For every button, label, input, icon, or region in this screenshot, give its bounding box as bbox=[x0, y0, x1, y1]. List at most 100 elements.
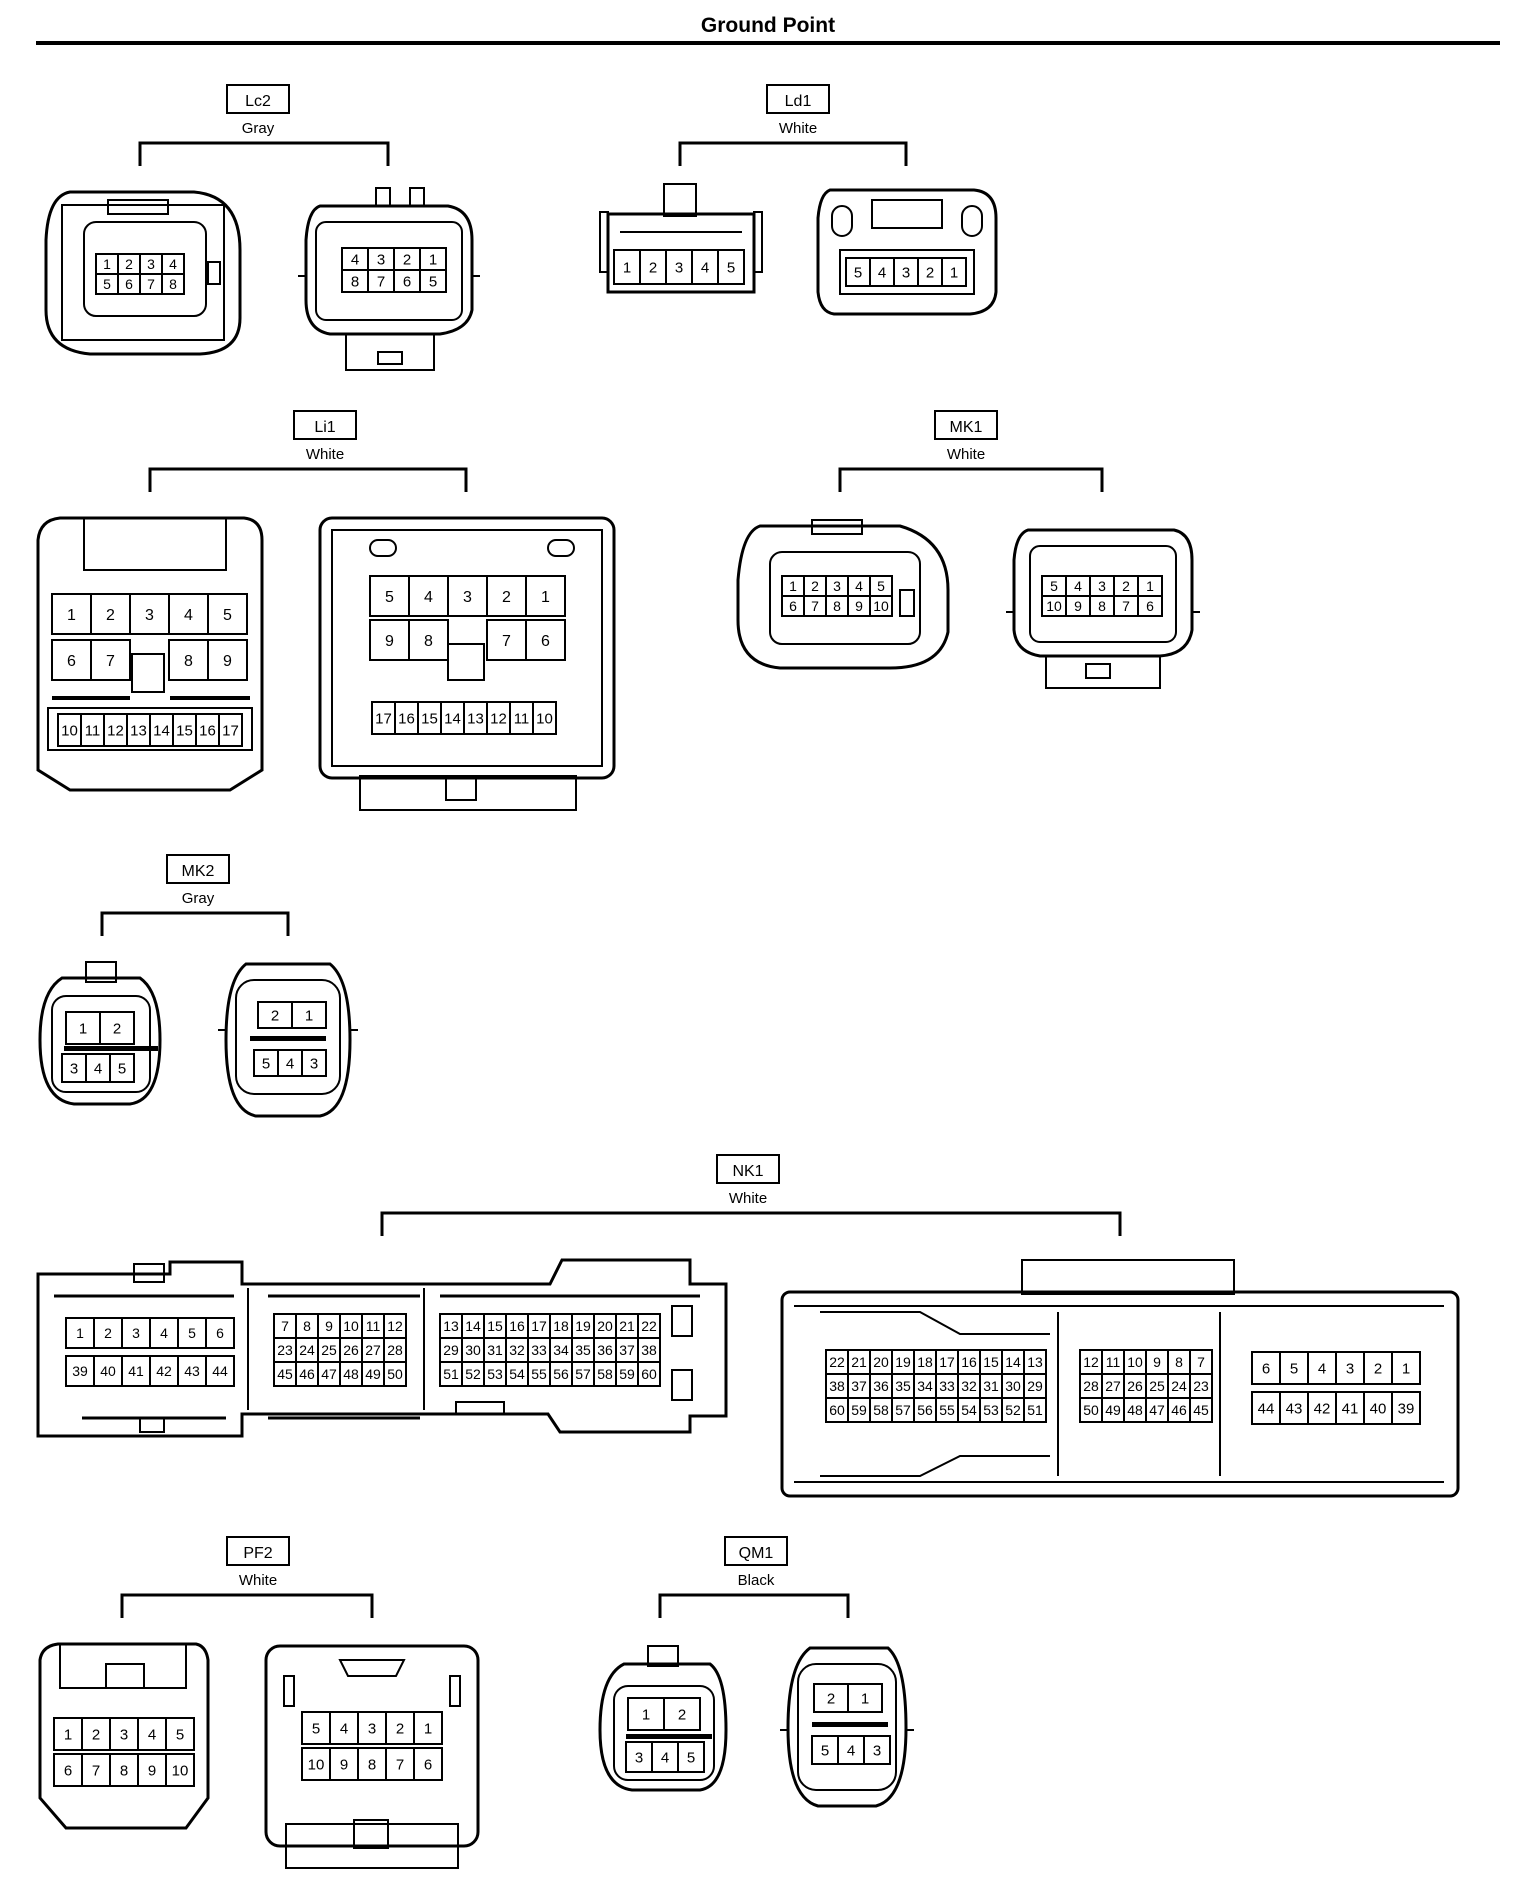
pin-number: 31 bbox=[983, 1378, 999, 1394]
mk1-female-housing bbox=[736, 519, 950, 670]
pin-number: 5 bbox=[312, 1720, 320, 1737]
pin-number: 57 bbox=[575, 1366, 591, 1382]
pin-cell bbox=[1391, 1351, 1421, 1385]
pin-number: 43 bbox=[1286, 1400, 1303, 1417]
pin-number: 38 bbox=[641, 1342, 657, 1358]
qm1-color: Black bbox=[738, 1572, 775, 1589]
pin-number: 8 bbox=[368, 1756, 376, 1773]
pin-cell bbox=[205, 1317, 235, 1349]
pin-number: 8 bbox=[184, 653, 193, 670]
pin-number: 39 bbox=[72, 1363, 88, 1379]
pin-cell bbox=[385, 1711, 415, 1745]
pin-number: 6 bbox=[403, 273, 411, 290]
pin-cell bbox=[165, 1753, 195, 1787]
pin-number: 1 bbox=[424, 1720, 432, 1737]
latch-bar bbox=[626, 1734, 712, 1739]
pin-number: 11 bbox=[366, 1318, 381, 1334]
pin-number: 14 bbox=[444, 710, 461, 727]
pin-number: 42 bbox=[156, 1363, 172, 1379]
pin-cell bbox=[85, 1053, 111, 1083]
pin-cell bbox=[486, 575, 527, 617]
qm1-code: QM1 bbox=[739, 1545, 774, 1562]
pin-number: 45 bbox=[277, 1366, 293, 1382]
pin-cell bbox=[53, 1753, 83, 1787]
pin-number: 9 bbox=[148, 1762, 156, 1779]
pin-cell bbox=[177, 1317, 207, 1349]
pin-number: 23 bbox=[277, 1342, 293, 1358]
pin-number: 14 bbox=[465, 1318, 481, 1334]
pin-number: 2 bbox=[502, 589, 511, 606]
pin-number: 5 bbox=[821, 1742, 829, 1759]
pin-cell bbox=[1391, 1391, 1421, 1425]
pin-number: 9 bbox=[855, 598, 863, 614]
latch-bar bbox=[250, 1036, 326, 1041]
pin-number: 3 bbox=[377, 251, 385, 268]
pin-number: 46 bbox=[1171, 1402, 1187, 1418]
pin-number: 48 bbox=[1127, 1402, 1143, 1418]
pin-cell bbox=[357, 1747, 387, 1781]
pin-number: 5 bbox=[176, 1726, 184, 1743]
pin-number: 2 bbox=[811, 578, 819, 594]
pin-number: 1 bbox=[1146, 578, 1154, 594]
pin-number: 6 bbox=[67, 653, 76, 670]
pin-number: 13 bbox=[1027, 1354, 1043, 1370]
pin-number: 4 bbox=[351, 251, 359, 268]
ld1-female-housing bbox=[599, 183, 763, 294]
pin-number: 5 bbox=[429, 273, 437, 290]
mk1-male-housing bbox=[1006, 528, 1200, 689]
pin-number: 4 bbox=[1318, 1360, 1326, 1377]
pin-number: 3 bbox=[120, 1726, 128, 1743]
pin-number: 56 bbox=[917, 1402, 933, 1418]
pin-number: 60 bbox=[829, 1402, 845, 1418]
pin-number: 14 bbox=[1005, 1354, 1021, 1370]
pin-number: 4 bbox=[169, 256, 177, 272]
pin-number: 35 bbox=[575, 1342, 591, 1358]
pin-number: 48 bbox=[343, 1366, 359, 1382]
pin-number: 31 bbox=[487, 1342, 503, 1358]
pin-number: 3 bbox=[463, 589, 472, 606]
pin-cell bbox=[627, 1697, 665, 1731]
pin-number: 58 bbox=[597, 1366, 613, 1382]
pin-number: 50 bbox=[387, 1366, 403, 1382]
pin-cell bbox=[257, 1001, 293, 1029]
pin-cell bbox=[1307, 1391, 1337, 1425]
pin-number: 27 bbox=[365, 1342, 381, 1358]
pin-number: 39 bbox=[1398, 1400, 1415, 1417]
pin-number: 56 bbox=[553, 1366, 569, 1382]
pin-cell bbox=[1251, 1351, 1281, 1385]
pin-number: 4 bbox=[184, 607, 193, 624]
pin-cell bbox=[1307, 1351, 1337, 1385]
pin-number: 29 bbox=[1027, 1378, 1043, 1394]
pin-number: 49 bbox=[365, 1366, 381, 1382]
pin-cell bbox=[161, 273, 185, 295]
pin-number: 17 bbox=[531, 1318, 547, 1334]
pin-number: 3 bbox=[1098, 578, 1106, 594]
pin-number: 42 bbox=[1314, 1400, 1331, 1417]
pin-number: 17 bbox=[375, 710, 392, 727]
ld1-code: Ld1 bbox=[785, 93, 812, 110]
pin-cell bbox=[357, 1711, 387, 1745]
pin-cell bbox=[168, 593, 209, 635]
pin-cell bbox=[447, 575, 488, 617]
lc2-bracket bbox=[138, 141, 390, 166]
pin-cell bbox=[837, 1735, 865, 1765]
pin-number: 13 bbox=[443, 1318, 459, 1334]
pin-number: 7 bbox=[811, 598, 819, 614]
qm1-female-housing bbox=[598, 1645, 728, 1792]
pin-cell bbox=[205, 1355, 235, 1387]
pin-number: 9 bbox=[325, 1318, 333, 1334]
pin-cell bbox=[1189, 1397, 1213, 1423]
pin-cell bbox=[93, 1355, 123, 1387]
pin-number: 28 bbox=[387, 1342, 403, 1358]
pin-number: 38 bbox=[829, 1378, 845, 1394]
